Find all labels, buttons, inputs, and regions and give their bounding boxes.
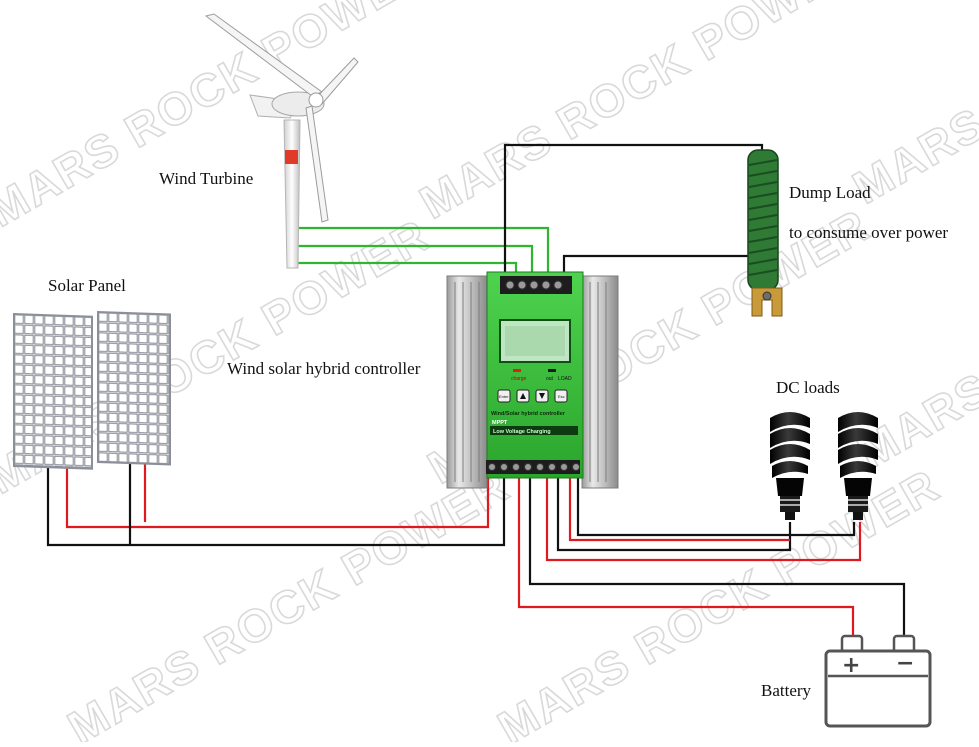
controller-heatsink-right [581, 275, 619, 489]
load-label: LOAD [558, 376, 572, 382]
esc-button-label: Esc [558, 394, 565, 399]
turbine-wire [298, 244, 534, 276]
controller-title: Wind/Solar hybrid controller [491, 411, 566, 417]
wind-turbine [204, 13, 359, 269]
solar-wire-negative [46, 466, 506, 547]
bottom-terminal-block [486, 460, 580, 474]
controller-heatsink-left [446, 275, 488, 489]
bulb-icon [770, 412, 810, 520]
dc-load-wire [576, 470, 856, 537]
battery-positive-symbol: + [842, 653, 860, 678]
terminal-screw [548, 463, 556, 471]
watermark-text: MARS ROCK POWER [0, 0, 438, 237]
turbine-wire [298, 226, 550, 276]
turbine-blade [305, 105, 329, 223]
terminal-screw [536, 463, 544, 471]
esc-button [554, 389, 568, 403]
dump-load-wire [562, 254, 748, 276]
dump-load-note: to consume over power [789, 223, 949, 242]
terminal-screw [541, 280, 551, 290]
solar-wire-positive [65, 466, 490, 529]
battery-wire-positive [517, 470, 855, 640]
solar-panel [13, 312, 93, 470]
dc-loads [770, 412, 878, 520]
turbine-pole [283, 119, 301, 269]
hybrid-controller: charge out LOAD Enter Esc Wind/Solar hyb… [446, 271, 619, 489]
enter-button [497, 389, 511, 403]
down-arrow-icon [539, 393, 545, 399]
terminal-screw [553, 280, 563, 290]
solar-panel-label: Solar Panel [48, 276, 126, 295]
terminal-screw [560, 463, 568, 471]
battery-label: Battery [761, 681, 812, 700]
watermark-text: MARS ROCK POWER [844, 0, 979, 214]
controller-low-voltage: Low Voltage Charging [493, 429, 551, 435]
controller-face [486, 271, 584, 479]
battery-icon: + − [824, 634, 932, 728]
dc-load-wire [568, 470, 790, 542]
solar-panel [97, 310, 171, 466]
out-label: out [546, 376, 554, 382]
terminal-screw [529, 280, 539, 290]
up-arrow-icon [520, 393, 526, 399]
dump-load-label: Dump Load [789, 183, 871, 202]
terminal-screw [572, 463, 580, 471]
terminal-screw [512, 463, 520, 471]
battery-negative-symbol: − [896, 651, 914, 676]
mounting-bracket [751, 287, 783, 317]
dc-loads-label: DC loads [776, 378, 840, 397]
wires [46, 143, 906, 640]
low-voltage-strip [490, 426, 578, 435]
wind-turbine-label: Wind Turbine [159, 169, 254, 188]
controller-label: Wind solar hybrid controller [227, 359, 421, 378]
watermark-text: MARS ROCK POWER [59, 459, 518, 742]
terminal-screw [500, 463, 508, 471]
solar-panel-array [13, 310, 171, 470]
enter-button-label: Enter [499, 394, 509, 399]
charge-led [513, 369, 521, 372]
bulb-icon [838, 412, 878, 520]
controller-buttons: Enter Esc [497, 389, 568, 403]
dump-load-resistor [747, 149, 783, 317]
dc-load-wire [545, 470, 862, 562]
charge-label: charge [511, 376, 527, 382]
battery-wire-negative [528, 470, 906, 640]
terminal-screw [524, 463, 532, 471]
terminal-screw [488, 463, 496, 471]
load-led [548, 369, 556, 372]
terminal-screw [517, 280, 527, 290]
controller-mppt: MPPT [492, 420, 508, 426]
terminal-screw [505, 280, 515, 290]
